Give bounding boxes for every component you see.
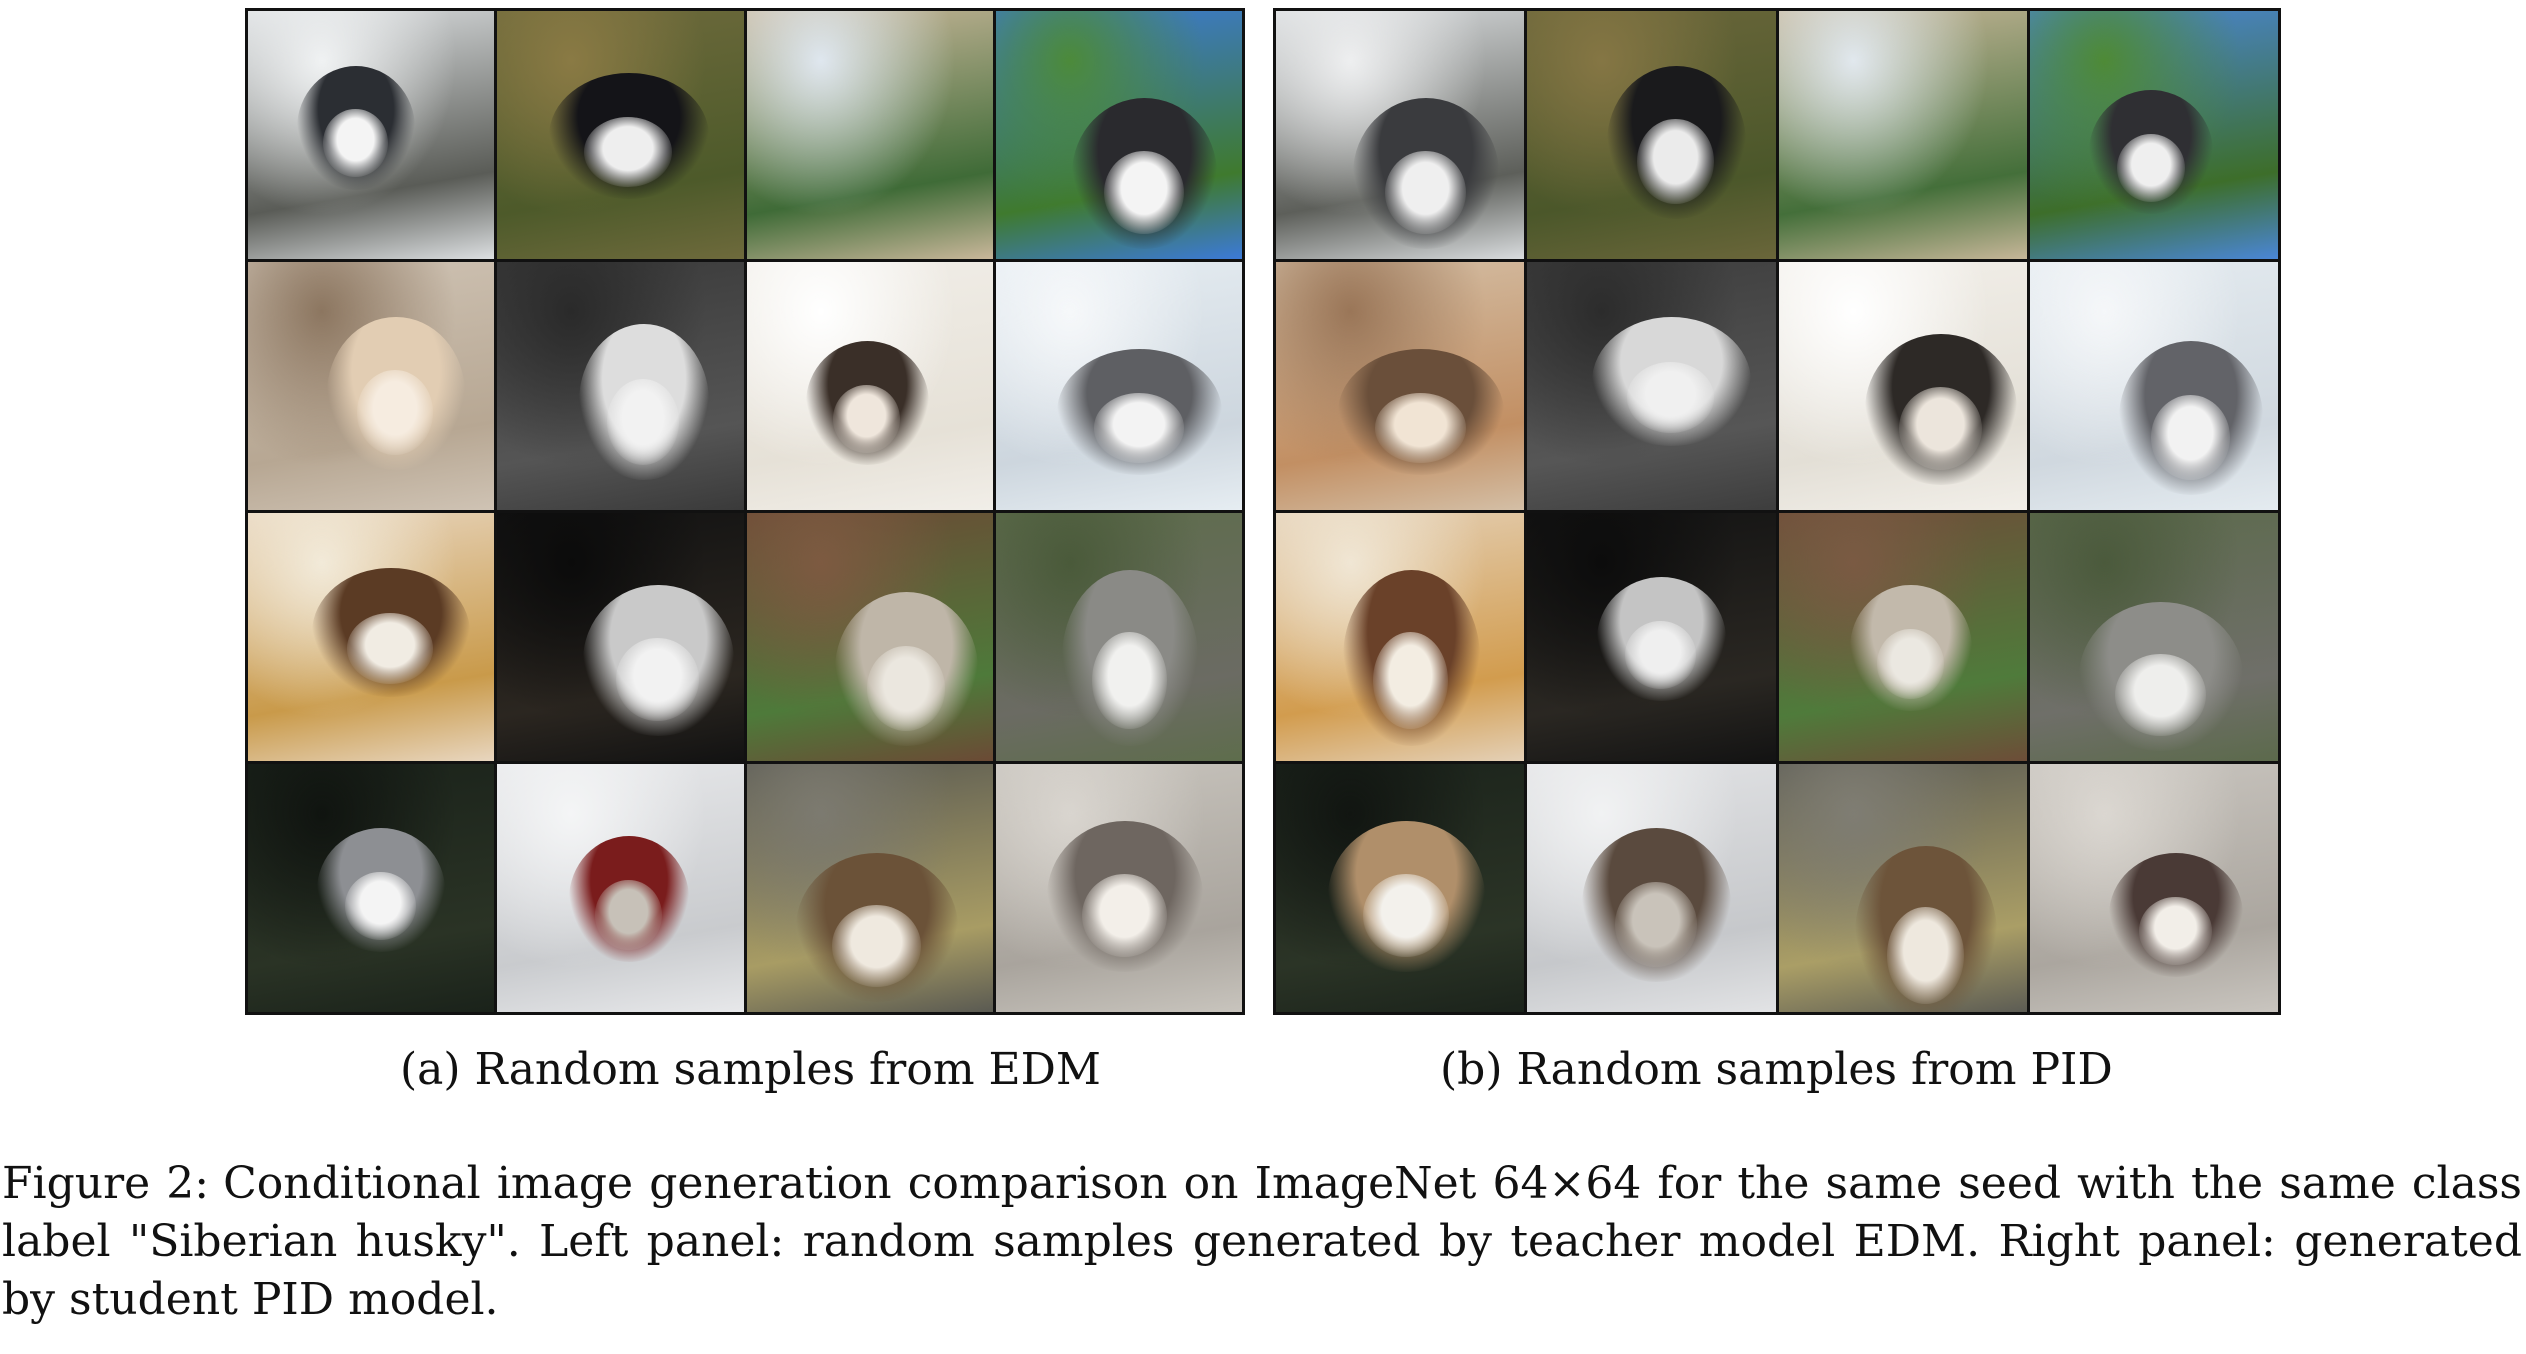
dog-face-marking [1898,386,1982,471]
dog-face-marking [616,637,700,722]
pid-samples-grid [1273,8,2281,1015]
dog-face-marking [1626,361,1715,433]
dog-face-marking [831,905,921,988]
sample-image-person-red-jacket-snow [497,764,744,1012]
sample-image-husky-lying-yellow-bag [1778,764,2027,1012]
sample-image-woman-with-husky-night [497,513,744,761]
dog-face-marking [1374,393,1467,463]
dog-face-marking [1637,119,1714,204]
dog-face-marking [1081,873,1167,958]
sample-image-husky-snow-red-collar [995,262,1242,510]
edm-samples-grid [245,8,1245,1015]
sample-image-grayscale-walking-dog [497,262,744,510]
dog-face-marking [866,646,946,731]
dog-face-marking [1362,873,1449,958]
sample-image-husky-snow-red-collar [2029,262,2278,510]
dog-face-marking [2150,395,2230,480]
dog-face-marking [607,378,679,465]
dog-face-marking [1104,150,1184,234]
sample-image-black-white-husky-grass [1527,11,1776,259]
sample-image-dog-on-bed [1276,513,1525,761]
sample-image-husky-lying-yellow-bag [746,764,993,1012]
sample-image-dog-hillside [1778,513,2027,761]
dog-face-marking [1093,393,1185,463]
dog-face-marking [346,612,434,684]
sample-image-dog-on-bed [248,513,495,761]
sample-image-husky-face-pavement [2029,764,2278,1012]
dog-face-marking [1373,631,1449,729]
dog-face-marking [1877,629,1945,699]
sample-image-husky-face-gray [995,513,1242,761]
dog-face-marking [1886,907,1965,1005]
sample-image-dirt-road-forest [1778,11,2027,259]
dog-face-marking [323,108,389,178]
sample-image-sleeping-dog-floor [1276,262,1525,510]
sample-image-husky-side-snow [1778,262,2027,510]
sample-image-snow-yard-husky [1276,11,1525,259]
sample-image-husky-face-sky [995,11,1242,259]
dog-face-marking [357,370,433,455]
sample-image-husky-sitting-pavement [995,764,1242,1012]
figure-caption: Figure 2:Conditional image generation co… [2,1155,2522,1329]
sample-image-husky-side-snow [746,262,993,510]
sample-image-husky-face-gray [2029,513,2278,761]
sample-image-man-with-husky-night [1527,513,1776,761]
dog-face-marking [1092,631,1167,729]
dog-face-marking [345,871,416,941]
sample-image-sleeping-dog-floor [248,262,495,510]
sample-image-husky-field-sky [2029,11,2278,259]
figure-caption-text: Conditional image generation comparison … [2,1158,2522,1325]
sample-image-black-white-husky-grass [497,11,744,259]
dog-face-marking [832,384,901,453]
figure-label: Figure 2: [2,1158,210,1209]
subcaption-pid: (b) Random samples from PID [1440,1044,2113,1095]
sample-image-snow-yard-husky [248,11,495,259]
dog-face-marking [2116,133,2185,202]
dog-face-marking [1614,882,1697,967]
sample-image-dirt-road-forest [746,11,993,259]
dog-face-marking [1625,620,1697,690]
dog-face-marking [595,880,662,950]
dog-face-marking [1385,150,1466,234]
sample-image-husky-portrait-dark [248,764,495,1012]
sample-image-dog-hillside [746,513,993,761]
dog-face-marking [584,117,673,187]
dog-face-marking [2115,654,2206,737]
sample-image-husky-portrait-dark [1276,764,1525,1012]
dog-face-marking [2138,896,2213,965]
sample-image-dog-snow-sitting [1527,764,1776,1012]
subcaption-edm: (a) Random samples from EDM [400,1044,1101,1095]
sample-image-grayscale-walking-dog [1527,262,1776,510]
